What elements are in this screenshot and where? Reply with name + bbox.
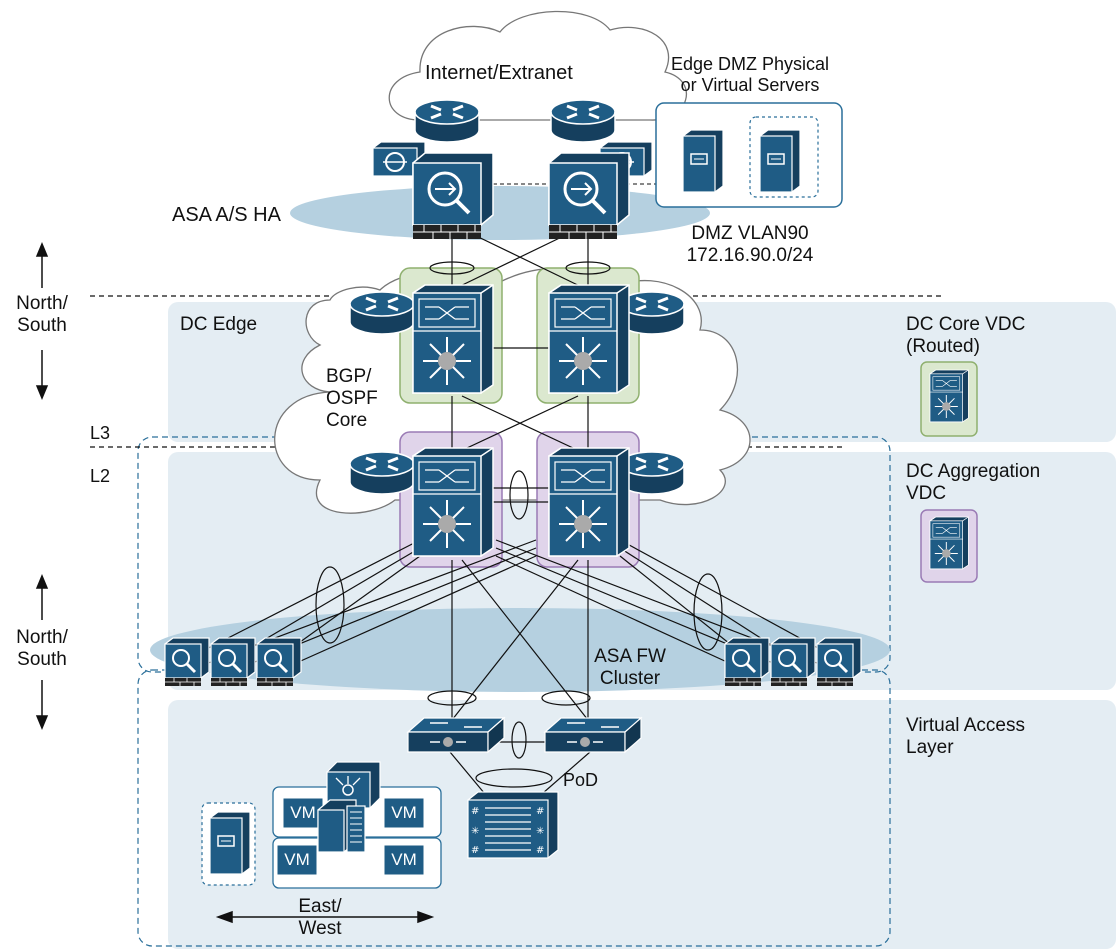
- firewall-icon: [411, 151, 495, 241]
- virtual-access-label: Virtual Access Layer: [906, 715, 1025, 758]
- pod-label: PoD: [563, 770, 599, 790]
- nexus-switch-icon: [929, 369, 969, 423]
- east-west-label: East/ West: [298, 896, 342, 939]
- svg-text:#: #: [471, 845, 479, 856]
- l3-label: L3: [90, 423, 111, 443]
- dmz-servers-label: Edge DMZ Physical or Virtual Servers: [670, 54, 830, 95]
- dmz-vlan-label: DMZ VLAN90 172.16.90.0/24: [686, 223, 814, 266]
- nexus-switch-icon: [412, 284, 494, 394]
- internet-cloud: [388, 10, 687, 121]
- pod-chassis-icon: # ✳ # # ✳ #: [467, 791, 559, 859]
- l2-label: L2: [90, 466, 111, 486]
- internet-label: Internet/Extranet: [425, 62, 573, 84]
- dc-core-vdc-label: DC Core VDC (Routed): [906, 314, 1026, 357]
- north-south-bottom-label: North/ South: [16, 627, 68, 670]
- asa-ha-label: ASA A/S HA: [172, 204, 281, 226]
- virtual-switch-icon: [317, 761, 381, 853]
- svg-text:✳: ✳: [471, 826, 479, 837]
- north-south-top-label: North/ South: [16, 293, 68, 336]
- server-icon: [209, 811, 251, 875]
- vm-label: VM: [391, 803, 417, 822]
- firewall-icon: [547, 151, 631, 241]
- vm-label: VM: [284, 850, 310, 869]
- svg-text:#: #: [471, 806, 479, 817]
- nexus-switch-icon: [548, 284, 630, 394]
- svg-text:✳: ✳: [536, 826, 544, 837]
- router-icon: [348, 290, 416, 336]
- dc-edge-label: DC Edge: [180, 314, 258, 335]
- router-icon: [413, 98, 481, 144]
- svg-text:#: #: [536, 806, 544, 817]
- svg-text:#: #: [536, 845, 544, 856]
- dc-agg-vdc-label: DC Aggregation VDC: [906, 461, 1041, 504]
- vm-label: VM: [391, 850, 417, 869]
- access-switch-icon: [407, 717, 505, 753]
- asa-ha-ellipse: [290, 186, 710, 240]
- nexus-switch-icon: [548, 447, 630, 557]
- access-switch-icon: [544, 717, 642, 753]
- router-icon: [549, 98, 617, 144]
- vm-label: VM: [290, 803, 316, 822]
- server-icon: [759, 129, 801, 193]
- server-icon: [682, 129, 724, 193]
- nexus-switch-icon: [929, 516, 969, 570]
- bgp-ospf-label: BGP/ OSPF Core: [326, 366, 378, 431]
- router-icon: [348, 450, 416, 496]
- nexus-switch-icon: [412, 447, 494, 557]
- asa-fw-cluster-label: ASA FW Cluster: [594, 646, 666, 689]
